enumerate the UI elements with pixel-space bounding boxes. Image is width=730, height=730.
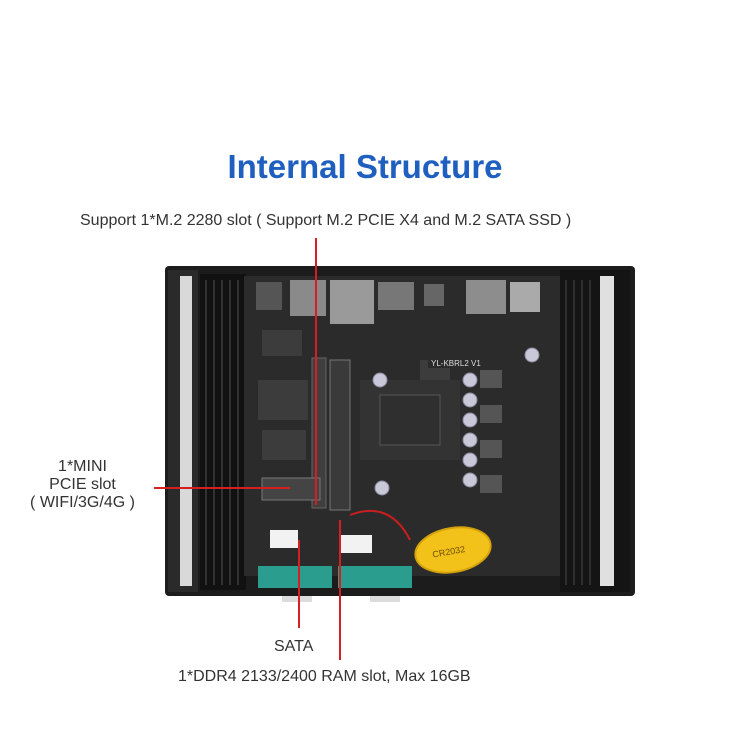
- front-panel-left: [282, 596, 312, 602]
- battery-wire: [349, 510, 411, 541]
- front-panel-right: [370, 596, 400, 602]
- pcb-components: [258, 330, 502, 493]
- capacitors: [372, 347, 540, 496]
- io-ports: [256, 280, 540, 324]
- m2-slot-label: Support 1*M.2 2280 slot ( Support M.2 PC…: [80, 212, 572, 229]
- bottom-connector-right: [338, 566, 412, 588]
- mini-pcie-label-line2: PCIE slot: [49, 476, 116, 493]
- left-heatsink: [168, 270, 246, 592]
- ram-slot: [329, 359, 351, 511]
- page-title: Internal Structure: [227, 148, 503, 185]
- left-rail: [180, 276, 192, 586]
- mini-pcie-label-line3: ( WIFI/3G/4G ): [30, 494, 135, 511]
- sata-connector-1: [270, 530, 298, 548]
- sata-connector-2: [340, 535, 372, 553]
- ram-label: 1*DDR4 2133/2400 RAM slot, Max 16GB: [178, 668, 471, 685]
- board-model-text: YL-KBRL2 V1: [431, 359, 481, 368]
- right-rail: [600, 276, 614, 586]
- right-heatsink: [560, 270, 630, 592]
- mini-pcie-label-line1: 1*MINI: [58, 458, 107, 475]
- callout-lines: [154, 238, 341, 660]
- mini-pcie-label: 1*MINI PCIE slot ( WIFI/3G/4G ): [10, 458, 155, 512]
- bottom-connector-left: [258, 566, 332, 588]
- battery: CR2032: [414, 526, 492, 574]
- sata-label: SATA: [274, 638, 314, 655]
